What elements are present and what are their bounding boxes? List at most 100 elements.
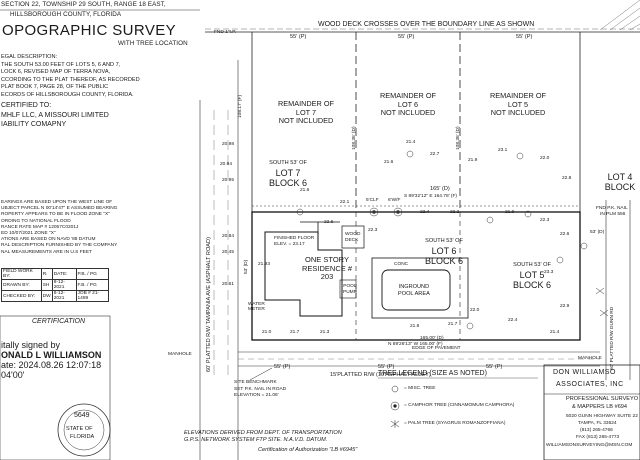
- lot5-remainder: REMAINDER OF LOT 5 NOT INCLUDED: [480, 91, 556, 118]
- legal-description: EGAL DESCRIPTION: THE SOUTH 53.00 FEET O…: [1, 54, 140, 99]
- seal-state: STATE OF: [66, 426, 93, 432]
- elev: 20.45: [222, 250, 235, 255]
- dim-bottom: 55' (P): [274, 364, 291, 370]
- residence-label: ONE STORY RESIDENCE # 203: [300, 255, 354, 282]
- side-dim: 108.36' (D): [456, 126, 461, 150]
- dim-top: 55' (P): [398, 34, 415, 40]
- firm-line3: PROFESSIONAL SURVEYO: [566, 396, 639, 402]
- ff-label: FINISHED FLOOR: [274, 236, 315, 241]
- elev: 22.4: [508, 318, 518, 323]
- lot-label: LOT 5: [507, 99, 529, 109]
- pool-label: INGROUND POOL AREA: [398, 284, 430, 298]
- certified-line: MHLF LLC, A MISSOURI LIMITED: [1, 111, 109, 119]
- note-line: ATIONS ARE BASED ON NAVD '88 DATUM: [1, 237, 96, 243]
- location-line: SECTION 22, TOWNSHIP 29 SOUTH, RANGE 18 …: [1, 1, 166, 8]
- note-line: UBJECT PARCEL N 00'14'47" E ASSUMED BEAR…: [1, 206, 118, 212]
- lot-label: SOUTH 53' OF: [513, 262, 551, 268]
- note-line: ELEVATIONS DERIVED FROM DEPT. OF TRANSPO…: [184, 430, 342, 436]
- pump-line: POOL: [343, 284, 357, 289]
- table-row: DRAWN BY: SH 8-12-2021 F.B. / PG: [1, 279, 109, 291]
- pool-pump: POOL PUMP: [343, 284, 357, 296]
- deck-line: WOOD: [345, 232, 361, 237]
- elev: 21.9: [468, 158, 478, 163]
- elev: 21.6: [300, 188, 310, 193]
- lot-label: BLOCK 6: [268, 178, 308, 188]
- south-bearing: N 89'26'13" W 165.00' (F): [388, 342, 443, 347]
- camphor-tree-icon-label: = CAMPHOR TREE (CINNAMOMUM CAMPHORA): [404, 403, 515, 408]
- lot-label: LOT 7: [275, 168, 301, 178]
- table-cell: DRAWN BY:: [1, 279, 42, 291]
- firm-phone: (813) 265-4766: [580, 428, 613, 433]
- elev: 22.4: [420, 210, 430, 215]
- page-title: OPOGRAPHIC SURVEY: [2, 22, 177, 39]
- lot-label: NOT INCLUDED: [278, 116, 334, 126]
- lot-label: LOT 5: [519, 270, 545, 280]
- lot-label: LOT 6: [397, 99, 419, 109]
- ff-value: ELEV. = 23.17: [274, 242, 305, 247]
- elev: 21.3: [320, 330, 330, 335]
- certified-heading: CERTIFIED TO:: [1, 102, 52, 109]
- elev: 20.61: [222, 282, 235, 287]
- benchmark-line: ELEVATION = 21.06': [234, 393, 279, 398]
- table-cell: DW: [40, 290, 53, 302]
- south-dim: 165.00' (D): [420, 336, 444, 341]
- left-dim: 53' (D): [244, 259, 249, 274]
- note-line: EARINGS ARE BASED UPON THE WEST LINE OF: [1, 200, 113, 205]
- elev: 20.98: [222, 142, 235, 147]
- wood-deck: WOOD DECK: [345, 232, 360, 244]
- seal-number: 5649: [74, 412, 90, 419]
- table-cell: F.B. / PG: [75, 279, 109, 291]
- table-row: CHECKED BY: DW 8-12-2021 JOB # 21-1489: [1, 290, 109, 302]
- elev: 21.8: [410, 324, 420, 329]
- table-cell: R.: [40, 268, 53, 280]
- note-line: G.P.S. NETWORK SYSTEM FTP SITE. N.A.V.D.…: [184, 437, 328, 443]
- palm-tree-icon-label: = PALM TREE (SYAGRUS ROMANZOFFIANA): [404, 421, 506, 426]
- table-cell: FIELD WORK BY:: [1, 268, 42, 280]
- lot-label: LOT 7: [295, 107, 317, 117]
- elev: 23.3: [544, 270, 554, 275]
- manhole-label: MANHOLE: [578, 356, 602, 361]
- lot-label: NOT INCLUDED: [380, 108, 436, 118]
- firm-name-1: DON WILLIAMSO: [553, 369, 616, 376]
- pool-line: INGROUND: [398, 284, 430, 290]
- firm-fax: FAX (813) 265-4773: [576, 435, 620, 440]
- water-meter: WATER METER: [248, 302, 265, 312]
- note-line: RANCE RATE MAP # 12057C0201J: [1, 224, 79, 230]
- fnd-pk-nail: FND P.K. NAIL: [596, 206, 628, 211]
- elev: 21.4: [406, 140, 416, 145]
- elev: 22.9: [560, 304, 570, 309]
- elev: 21.0: [262, 330, 272, 335]
- elev: 22.1: [340, 200, 350, 205]
- certification-heading: CERTIFICATION: [32, 318, 86, 325]
- lot4-label: LOT 4 BLOCK: [600, 172, 640, 192]
- top-note: WOOD DECK CROSSES OVER THE BOUNDARY LINE…: [318, 21, 535, 28]
- firm-city: TAMPA, FL 33624: [578, 421, 617, 426]
- legal-line: EGAL DESCRIPTION:: [1, 54, 58, 60]
- lot7-label: SOUTH 53' OF LOT 7 BLOCK 6: [252, 158, 324, 188]
- lot6-remainder: REMAINDER OF LOT 6 NOT INCLUDED: [370, 91, 446, 118]
- tree-legend-title: TREE LEGEND (SIZE AS NOTED): [378, 370, 487, 377]
- table-cell: JOB # 21-1489: [75, 290, 109, 302]
- county-line: HILLSBOROUGH COUNTY, FLORIDA: [10, 11, 122, 18]
- finished-floor: FINISHED FLOOR ELEV. = 23.17: [274, 236, 314, 248]
- elev: 20.95: [222, 178, 235, 183]
- note-line: ORDING TO NATIONAL FLOOD: [1, 218, 71, 224]
- signed-by: itally signed by: [1, 340, 61, 350]
- elev: 22.2: [450, 210, 460, 215]
- page-subtitle: WITH TREE LOCATION: [118, 40, 188, 47]
- table-cell: SH: [40, 279, 53, 291]
- fence-label: 6'W/F: [388, 198, 401, 203]
- legal-line: THE SOUTH 53.00 FEET OF LOTS 5, 6 AND 7,: [1, 61, 121, 68]
- elev: 22.6: [324, 220, 334, 225]
- pump-line: PUMP: [343, 290, 357, 295]
- lot-label: BLOCK: [604, 182, 636, 192]
- elev: 22.7: [430, 152, 440, 157]
- notes-block: EARINGS ARE BASED UPON THE WEST LINE OF …: [1, 200, 117, 256]
- elev: 21.4: [550, 330, 560, 335]
- dim-top: 55' (P): [516, 34, 533, 40]
- table-cell: 8-12-2021: [51, 279, 77, 291]
- note-line: ROPERTY APPEARS TO BE IN FLOOD ZONE "X": [1, 212, 110, 218]
- elevation-note: ELEVATIONS DERIVED FROM DEPT. OF TRANSPO…: [184, 430, 342, 444]
- legal-line: CCORDING TO THE PLAT THEREOF, AS RECORDE…: [1, 76, 140, 83]
